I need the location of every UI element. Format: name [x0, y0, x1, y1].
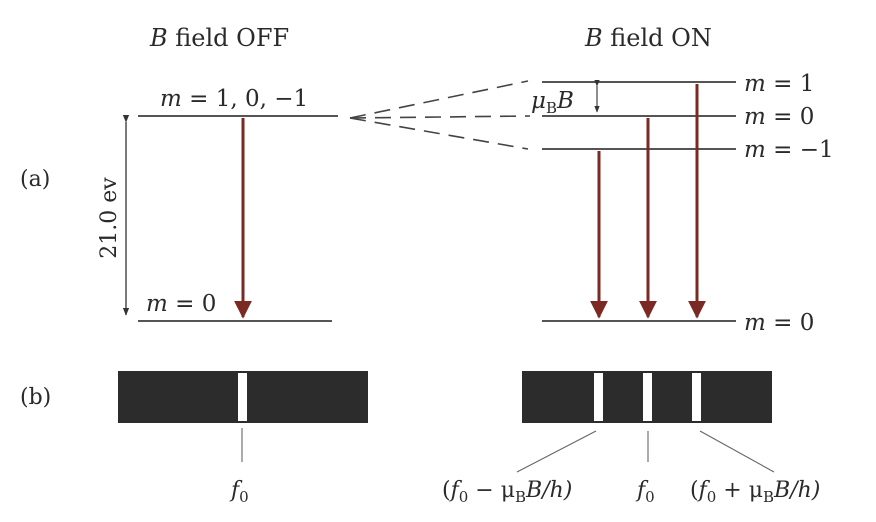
lower-level-label-on: m = 0: [744, 310, 814, 336]
energy-gap-label: 21.0 ev: [97, 177, 122, 259]
level-mminus1-label: m = −1: [744, 137, 834, 163]
splitting-label: μBB: [531, 88, 574, 117]
title-b-field-off: B field OFF: [149, 24, 289, 52]
title-b-field-on: B field ON: [584, 24, 712, 52]
panel-label-b: (b): [20, 385, 51, 410]
split-dash-lower: [349, 117, 529, 150]
split-dash-upper: [349, 80, 529, 119]
spectral-line-low: [594, 373, 603, 421]
spectral-line-high: [692, 373, 701, 421]
spectral-line-mid: [643, 373, 652, 421]
freq-label-f0-off: f0: [229, 478, 249, 506]
leader-low: [516, 430, 597, 473]
leader-high: [699, 430, 775, 473]
upper-level-label-off: m = 1, 0, −1: [160, 86, 308, 112]
freq-label-mid: f0: [635, 478, 655, 506]
freq-label-high: (f0 + μBB/h): [690, 478, 820, 506]
level-m1-label: m = 1: [744, 71, 814, 97]
level-m0-label: m = 0: [744, 104, 814, 130]
spectral-line-f0-off: [238, 373, 247, 421]
split-dash-middle: [349, 115, 531, 119]
lower-level-label-off: m = 0: [146, 291, 216, 317]
panel-label-a: (a): [20, 167, 50, 192]
freq-label-low: (f0 − μBB/h): [442, 478, 572, 506]
